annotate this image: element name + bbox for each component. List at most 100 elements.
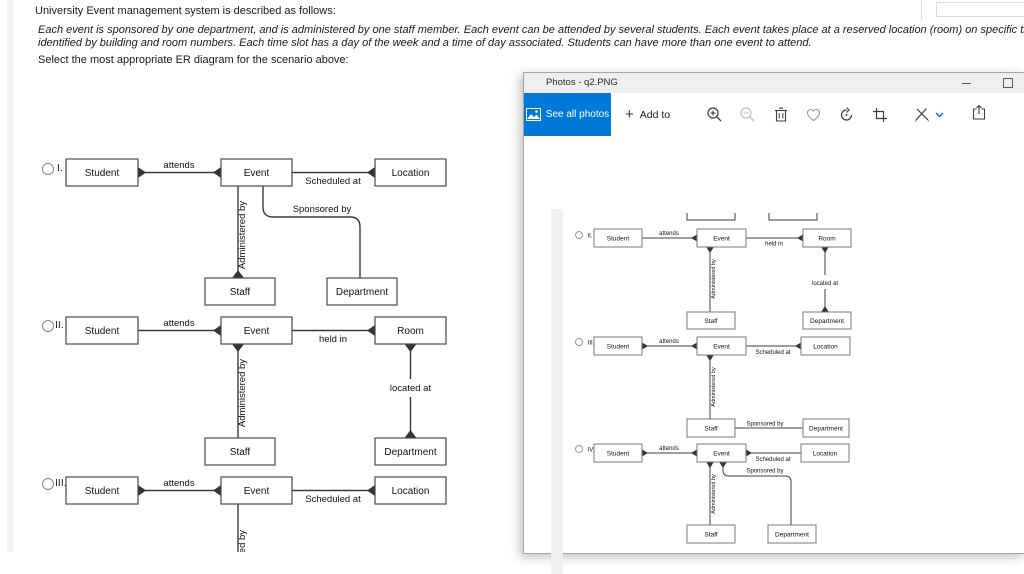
question-description-line2: identified by building and room numbers.… bbox=[38, 36, 812, 49]
svg-text:Department: Department bbox=[810, 318, 844, 325]
rel-held-in: held in bbox=[319, 334, 347, 345]
edit-create-button[interactable] bbox=[913, 106, 944, 123]
svg-text:Student: Student bbox=[607, 344, 630, 351]
er-diagram-option-3: Student Event Location attends Scheduled… bbox=[65, 476, 447, 552]
svg-text:Administered by: Administered by bbox=[711, 259, 717, 299]
preview-label-3: III. bbox=[588, 341, 595, 347]
entity-location: Location bbox=[392, 486, 430, 497]
window-titlebar[interactable]: Photos - q2.PNG bbox=[524, 73, 1024, 93]
preview-radio-3 bbox=[575, 338, 583, 346]
share-button[interactable] bbox=[970, 104, 987, 126]
entity-staff: Staff bbox=[230, 287, 251, 298]
radio-circle-2[interactable] bbox=[42, 320, 54, 332]
rel-administered-by: Administered by bbox=[237, 359, 248, 427]
svg-text:Scheduled at: Scheduled at bbox=[755, 457, 790, 463]
preview-option-2: II. Student Event Room Staff bbox=[575, 228, 852, 330]
crop-icon bbox=[872, 107, 887, 122]
minimize-icon bbox=[961, 82, 971, 84]
top-right-divider bbox=[921, 0, 922, 20]
svg-text:Administered by: Administered by bbox=[711, 474, 717, 514]
svg-text:Event: Event bbox=[713, 236, 730, 243]
window-title: Photos - q2.PNG bbox=[546, 77, 618, 88]
radio-option-2[interactable] bbox=[42, 320, 54, 332]
heart-icon bbox=[807, 108, 821, 121]
maximize-button[interactable] bbox=[992, 73, 1024, 93]
delete-button[interactable] bbox=[764, 93, 797, 136]
favorite-button[interactable] bbox=[797, 93, 830, 136]
entity-event: Event bbox=[244, 326, 270, 337]
plus-icon: + bbox=[625, 106, 634, 123]
rotate-button[interactable] bbox=[830, 93, 863, 136]
rel-located-at: located at bbox=[390, 383, 432, 394]
top-right-partial-box bbox=[936, 2, 1024, 17]
radio-label-2: II. bbox=[55, 319, 64, 331]
question-description-line1: Each event is sponsored by one departmen… bbox=[38, 24, 1024, 36]
entity-student: Student bbox=[85, 486, 120, 497]
rel-scheduled-at: Scheduled at bbox=[305, 176, 361, 187]
page-left-strip bbox=[7, 0, 13, 552]
question-description: Each event is sponsored by one departmen… bbox=[38, 24, 1024, 49]
photo-preview[interactable]: II. Student Event Room Staff bbox=[551, 209, 1024, 574]
photos-window: Photos - q2.PNG See all photos + Add to bbox=[523, 72, 1024, 574]
partial-box-staff bbox=[686, 213, 736, 221]
svg-text:Event: Event bbox=[713, 344, 730, 351]
preview-label-4: IV. bbox=[588, 448, 595, 454]
svg-text:Staff: Staff bbox=[704, 532, 717, 539]
entity-student: Student bbox=[85, 326, 120, 337]
entity-department: Department bbox=[336, 287, 388, 298]
svg-text:Student: Student bbox=[607, 451, 630, 458]
svg-text:Room: Room bbox=[818, 236, 835, 243]
er-diagram-option-2: Student Event Room Staff Department atte… bbox=[65, 316, 447, 466]
radio-label-3: III. bbox=[55, 477, 67, 489]
minimize-button[interactable] bbox=[950, 73, 982, 93]
see-all-photos-button[interactable]: See all photos bbox=[524, 93, 611, 136]
svg-text:located at: located at bbox=[812, 281, 838, 287]
rotate-icon bbox=[841, 107, 853, 121]
svg-text:Location: Location bbox=[813, 451, 838, 458]
entity-event: Event bbox=[244, 486, 270, 497]
add-to-label: Add to bbox=[639, 108, 671, 121]
question-intro: University Event management system is de… bbox=[35, 5, 336, 17]
radio-option-1[interactable] bbox=[42, 163, 54, 175]
entity-staff: Staff bbox=[230, 447, 251, 458]
zoom-out-button[interactable] bbox=[731, 93, 764, 136]
question-prompt: Select the most appropriate ER diagram f… bbox=[38, 54, 349, 66]
svg-text:attends: attends bbox=[659, 339, 679, 345]
svg-text:Location: Location bbox=[813, 344, 838, 351]
maximize-icon bbox=[1003, 78, 1013, 88]
svg-text:attends: attends bbox=[659, 446, 679, 452]
preview-label-2: II. bbox=[587, 234, 592, 240]
trash-icon bbox=[774, 107, 787, 122]
entity-department: Department bbox=[384, 447, 436, 458]
share-icon bbox=[972, 104, 986, 120]
entity-location: Location bbox=[392, 168, 430, 179]
preview-option-3: III. Student Event Location Staff Depart… bbox=[575, 336, 851, 438]
preview-radio-2 bbox=[575, 231, 583, 239]
add-to-button[interactable]: + Add to bbox=[625, 93, 670, 136]
preview-radio-4 bbox=[575, 445, 583, 453]
preview-option-4: IV. Student Event Location Staff D bbox=[575, 443, 850, 544]
svg-text:Department: Department bbox=[775, 532, 809, 539]
svg-text:Sponsored by: Sponsored by bbox=[746, 422, 783, 428]
toolbar-right-group bbox=[913, 93, 987, 136]
zoom-in-icon bbox=[707, 107, 722, 122]
see-all-photos-label: See all photos bbox=[545, 109, 610, 120]
svg-text:Department: Department bbox=[809, 426, 843, 433]
chevron-down-icon bbox=[935, 112, 944, 117]
radio-option-3[interactable] bbox=[42, 478, 54, 490]
svg-text:Staff: Staff bbox=[704, 426, 717, 433]
rel-scheduled-at: Scheduled at bbox=[305, 494, 361, 505]
radio-circle-1[interactable] bbox=[42, 163, 54, 175]
svg-text:Administered by: Administered by bbox=[711, 367, 717, 407]
zoom-in-button[interactable] bbox=[698, 93, 731, 136]
entity-student: Student bbox=[85, 168, 120, 179]
crop-button[interactable] bbox=[863, 93, 896, 136]
svg-text:Student: Student bbox=[607, 236, 630, 243]
rel-attends: attends bbox=[163, 160, 194, 171]
radio-label-1: I. bbox=[57, 162, 63, 174]
svg-text:attends: attends bbox=[659, 231, 679, 237]
rel-administered-by: Administered by bbox=[237, 201, 248, 269]
svg-text:Event: Event bbox=[713, 451, 730, 458]
svg-text:Staff: Staff bbox=[704, 318, 717, 325]
radio-circle-3[interactable] bbox=[42, 478, 54, 490]
